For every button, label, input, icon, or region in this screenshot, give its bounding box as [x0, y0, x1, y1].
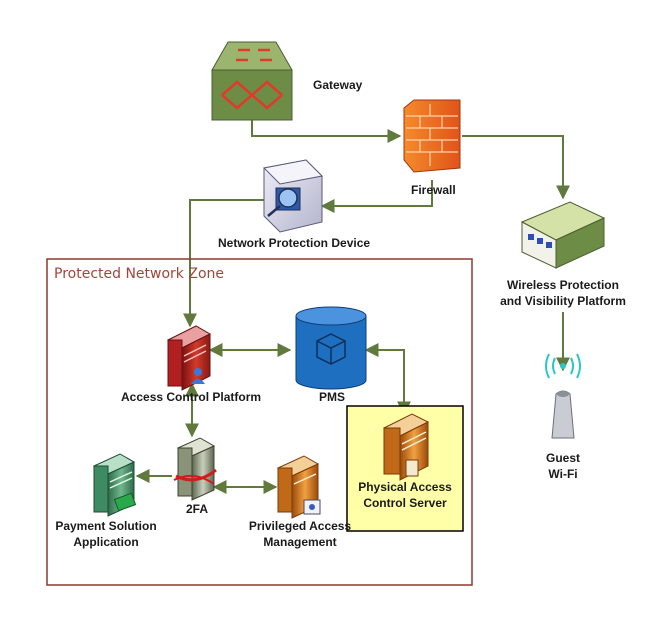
connectors [135, 120, 570, 494]
pacs-label-line2: Control Server [363, 496, 447, 510]
router-icon [211, 41, 293, 121]
server-icon [276, 455, 321, 519]
link-pms-pacs [364, 343, 411, 416]
pam-label-line1: Privileged Access [249, 519, 352, 533]
gateway-label: Gateway [313, 78, 363, 92]
protected-zone-title: Protected Network Zone [54, 266, 224, 282]
server-icon [382, 413, 430, 481]
link-firewall-wireless [462, 135, 570, 200]
acp-label: Access Control Platform [121, 390, 261, 404]
inspection-device-icon [262, 159, 324, 233]
server-icon [166, 325, 212, 391]
guest-label-line2: Wi-Fi [548, 467, 577, 481]
payment-label-line1: Payment Solution [55, 519, 156, 533]
firewall-label: Firewall [411, 183, 456, 197]
server-icon [173, 437, 217, 501]
firewall-icon [403, 99, 461, 173]
pms-label: PMS [319, 390, 345, 404]
twofa-label: 2FA [186, 502, 208, 516]
npd-label: Network Protection Device [218, 236, 370, 250]
link-gateway-firewall [251, 120, 402, 143]
guest-label-line1: Guest [546, 451, 580, 465]
pam-label-line2: Management [263, 535, 336, 549]
wifi-access-point-icon [545, 353, 581, 439]
database-icon [295, 306, 367, 390]
pacs-label-line1: Physical Access [358, 480, 452, 494]
link-firewall-npd [320, 180, 433, 213]
server-icon [92, 453, 137, 517]
payment-label-line2: Application [73, 535, 138, 549]
protected-zone-border [46, 258, 473, 586]
link-npd-acp [183, 199, 264, 328]
wireless-label-line2: and Visibility Platform [500, 294, 626, 308]
wireless-appliance-icon [520, 201, 606, 269]
wireless-label-line1: Wireless Protection [507, 278, 619, 292]
